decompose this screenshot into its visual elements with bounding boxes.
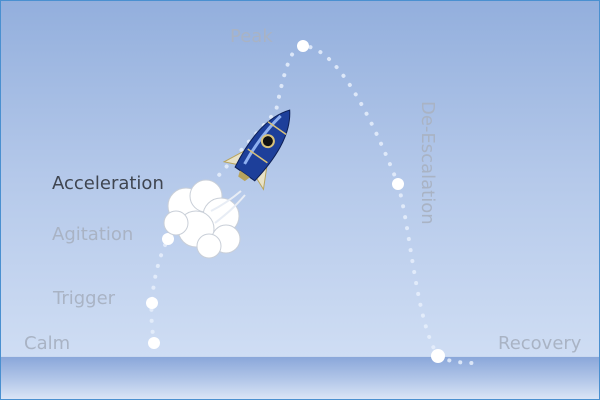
label-recovery: Recovery: [498, 333, 582, 354]
de-escalation-dot: [392, 178, 404, 190]
rocket-icon: [222, 109, 291, 191]
peak-dot: [297, 40, 309, 52]
label-acceleration: Acceleration: [52, 173, 164, 194]
label-calm: Calm: [24, 333, 71, 354]
label-agitation: Agitation: [52, 224, 134, 245]
label-peak: Peak: [230, 26, 273, 47]
exhaust-trails: [210, 190, 246, 224]
ground-horizon: [1, 356, 599, 399]
trigger-dot: [146, 297, 158, 309]
recovery-dot: [431, 349, 445, 363]
label-trigger: Trigger: [53, 288, 116, 309]
smoke-cloud: [163, 179, 241, 259]
label-de-escalation: De-Escalation: [417, 101, 438, 225]
calm-dot: [148, 337, 160, 349]
agitation-dot: [162, 233, 174, 245]
